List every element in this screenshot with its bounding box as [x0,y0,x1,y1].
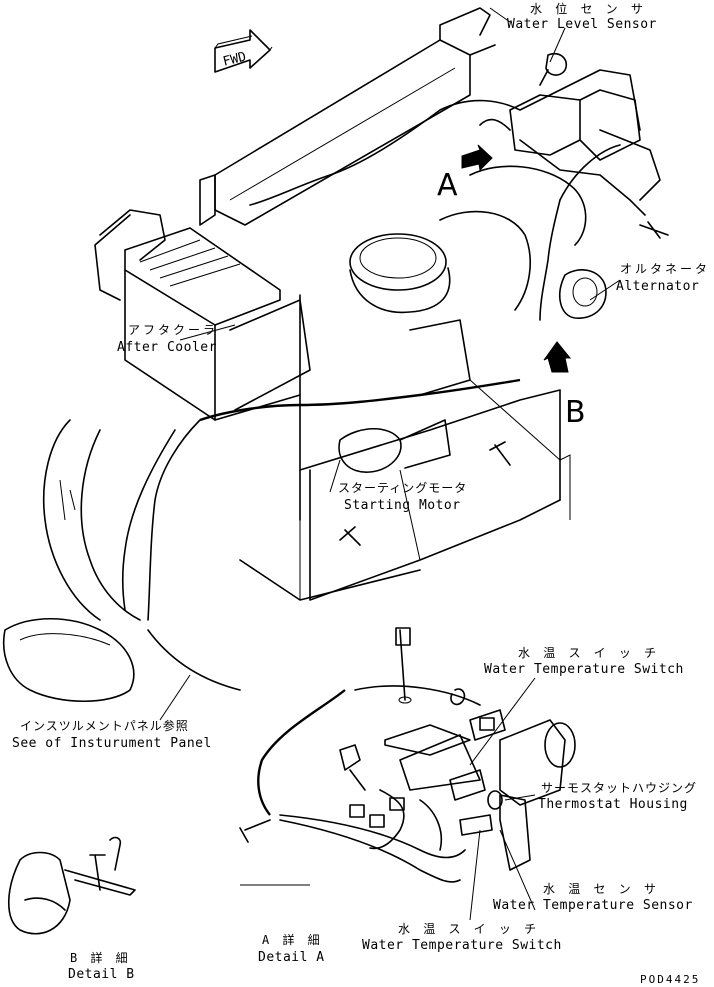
water-level-sensor-jp: 水 位 セ ン サ [530,2,646,16]
instrument-panel-jp: インスツルメントパネル参照 [20,719,189,733]
water-temp-switch-bottom-jp: 水 温 ス イ ッ チ [398,922,540,936]
starting-motor-en: Starting Motor [344,498,461,513]
alternator-jp: オルタネータ [620,262,711,276]
water-temp-switch-top-jp: 水 温 ス イ ッ チ [518,646,660,660]
water-level-sensor-en: Water Level Sensor [507,17,657,32]
after-cooler-en: After Cooler [117,340,217,355]
water-temp-sensor-en: Water Temperature Sensor [493,898,693,913]
water-temp-sensor-jp: 水 温 セ ン サ [543,882,659,896]
water-temp-switch-top-en: Water Temperature Switch [484,662,684,677]
view-marker-b: B [565,395,586,430]
view-marker-a: A [437,168,458,203]
fwd-text: FWD [221,50,248,70]
water-temp-switch-bottom-en: Water Temperature Switch [362,938,562,953]
detail-b-drawing [7,836,136,935]
detail-a-en: Detail A [258,950,325,965]
instrument-panel-en: See of Insturument Panel [12,736,212,751]
detail-b-jp: B 詳 細 [70,951,131,965]
drawing-code: POD4425 [640,973,701,986]
alternator-en: Alternator [616,279,700,294]
detail-a-jp: A 詳 細 [262,933,323,947]
thermostat-housing-en: Thermostat Housing [538,797,688,812]
thermostat-housing-jp: サーモスタットハウジング [541,781,698,795]
fwd-arrow [214,29,273,73]
detail-a-drawing [239,627,576,883]
view-arrow-b [543,341,572,373]
view-arrow-a [461,144,493,172]
main-harness [121,144,621,691]
flywheel-housing [3,419,141,702]
leader-lines [159,7,621,921]
detail-b-en: Detail B [68,967,135,982]
starting-motor-jp: スターティングモータ [338,481,468,495]
after-cooler-jp: アフタクーラ [128,323,219,337]
